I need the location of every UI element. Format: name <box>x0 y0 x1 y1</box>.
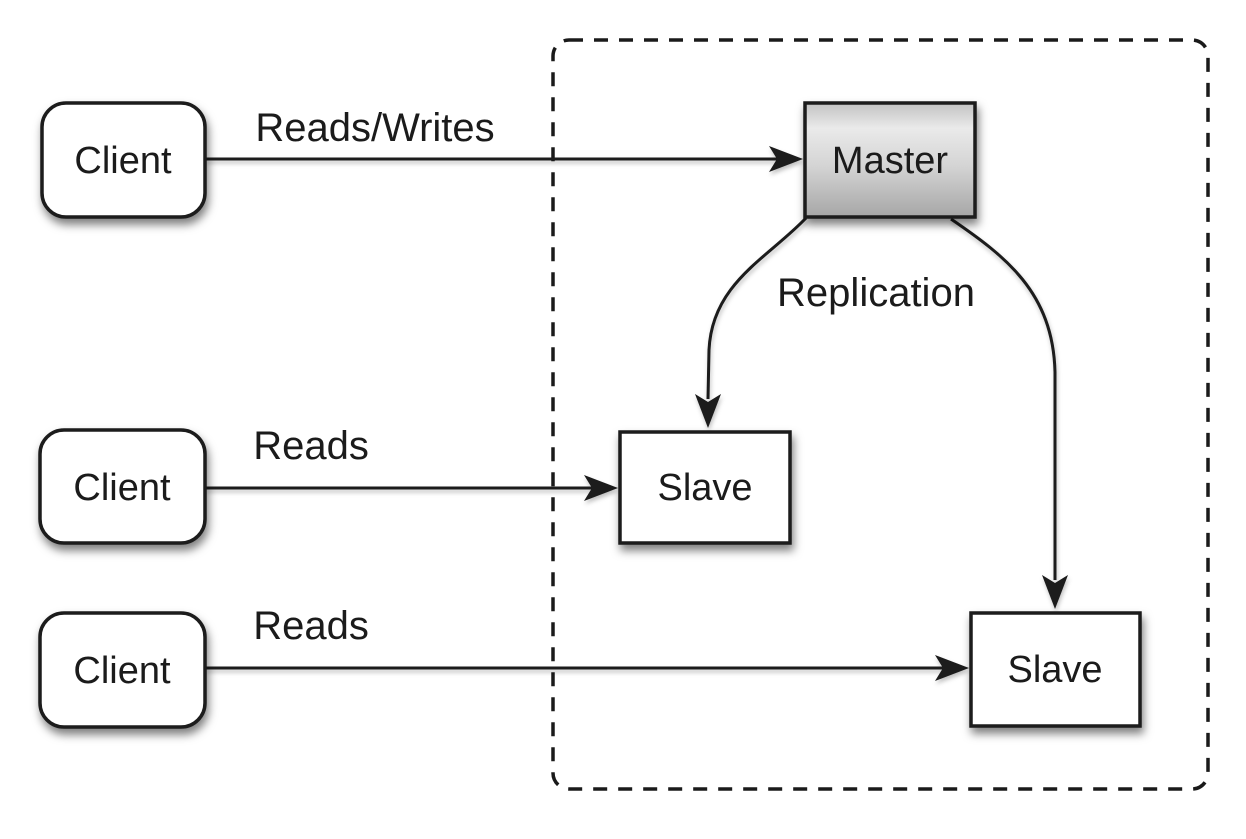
edge-reads-client2-to-slave1 <box>206 475 618 501</box>
edge-replication-master-to-slave2 <box>950 217 1068 609</box>
arrowhead-into-slave1-top <box>695 394 721 428</box>
node-slave-1: Slave <box>618 430 792 545</box>
master-label: Master <box>832 140 948 182</box>
client-2-label: Client <box>73 467 171 509</box>
arrowhead-into-slave2-top <box>1042 575 1068 609</box>
node-client-2: Client <box>38 428 207 545</box>
server-group-boundary <box>551 38 1210 791</box>
client-2-box <box>38 428 207 545</box>
edge-reads-client3-to-slave2 <box>206 655 969 681</box>
node-master: Master <box>803 101 977 219</box>
node-slave-2: Slave <box>969 611 1142 728</box>
master-box <box>803 101 977 219</box>
edge-reads-writes-client1-to-master <box>206 146 803 172</box>
client-1-box <box>40 101 207 219</box>
edge-replication-master-to-slave1 <box>695 216 808 428</box>
arrowhead-into-master <box>769 146 803 172</box>
client-3-label: Client <box>73 650 171 692</box>
node-client-1: Client <box>40 101 207 219</box>
slave-1-label: Slave <box>657 467 752 509</box>
client-3-box <box>38 611 207 729</box>
slave-2-label: Slave <box>1007 649 1102 691</box>
node-client-3: Client <box>38 611 207 729</box>
replication-curve-left <box>706 216 808 400</box>
arrowhead-into-slave2-left <box>935 655 969 681</box>
replication-curve-right <box>950 217 1057 580</box>
slave-2-box <box>969 611 1142 728</box>
client-1-label: Client <box>74 140 172 182</box>
edge-label-reads-writes: Reads/Writes <box>255 106 494 150</box>
arrowhead-into-slave1-left <box>584 475 618 501</box>
edge-label-reads-bottom: Reads <box>253 604 369 648</box>
edge-label-reads-middle: Reads <box>253 424 369 468</box>
edge-label-replication: Replication <box>777 271 975 315</box>
slave-1-box <box>618 430 792 545</box>
